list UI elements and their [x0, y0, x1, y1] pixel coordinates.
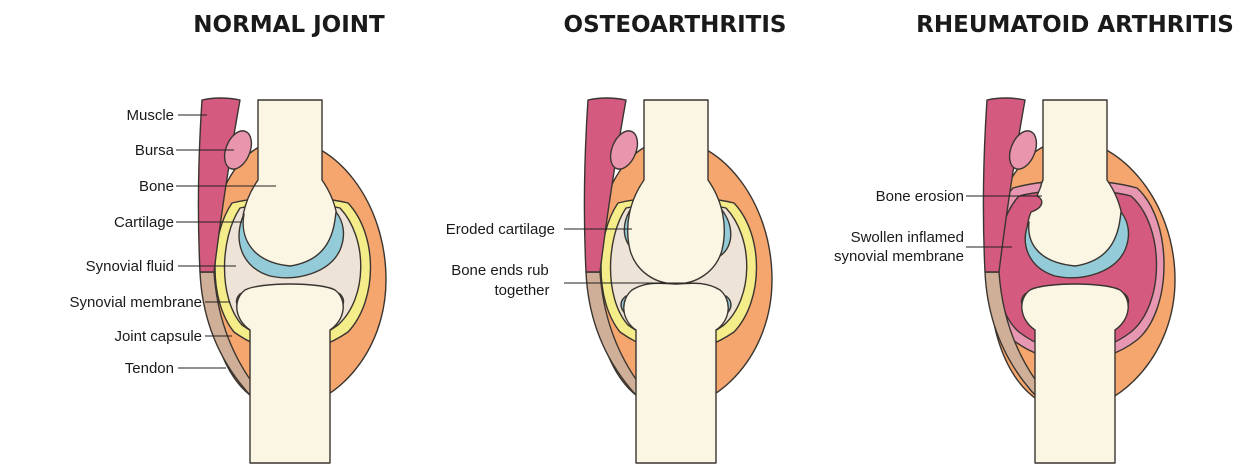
- label-together: together: [494, 282, 549, 299]
- rheumatoid-arthritis-illustration: Bone erosion Swollen inflamed synovial m…: [834, 97, 1176, 464]
- normal-joint-illustration: Muscle Bursa Bone Cartilage Synovial flu…: [69, 97, 387, 464]
- label-bone-erosion: Bone erosion: [876, 188, 964, 205]
- label-muscle: Muscle: [126, 107, 174, 124]
- label-eroded-cartilage: Eroded cartilage: [446, 221, 555, 238]
- title-rheumatoid-arthritis: RHEUMATOID ARTHRITIS: [916, 12, 1234, 38]
- osteoarthritis-illustration: Eroded cartilage Bone ends rub together: [446, 97, 773, 464]
- label-bursa: Bursa: [135, 142, 175, 159]
- label-tendon: Tendon: [125, 360, 174, 377]
- label-synovial-fluid: Synovial fluid: [86, 258, 174, 275]
- label-bone-ends-rub: Bone ends rub: [451, 262, 549, 279]
- label-synovial-membrane: Synovial membrane: [69, 294, 202, 311]
- label-bone: Bone: [139, 178, 174, 195]
- title-osteoarthritis: OSTEOARTHRITIS: [564, 12, 787, 38]
- label-swollen-inflamed: Swollen inflamed: [851, 229, 964, 246]
- label-joint-capsule: Joint capsule: [114, 328, 202, 345]
- label-synovial-membrane-ra: synovial membrane: [834, 248, 964, 265]
- upper-cartilage: [238, 211, 345, 279]
- label-cartilage: Cartilage: [114, 214, 174, 231]
- title-normal-joint: NORMAL JOINT: [193, 12, 385, 38]
